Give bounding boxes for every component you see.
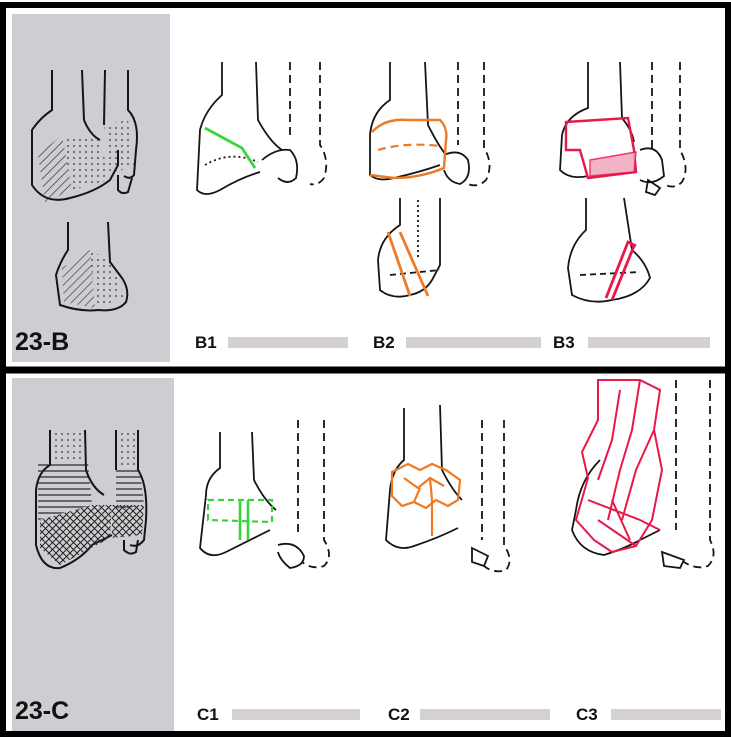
group-label-23-c: 23-C bbox=[15, 697, 69, 726]
subtype-bar-b3 bbox=[588, 337, 710, 348]
group-label-23-b: 23-B bbox=[15, 328, 69, 357]
subtype-label-c1: C1 bbox=[197, 705, 219, 725]
subtype-label-c2: C2 bbox=[388, 705, 410, 725]
subtype-bar-c1 bbox=[232, 709, 360, 720]
subtype-label-b2: B2 bbox=[373, 333, 395, 353]
panel-23-c bbox=[12, 378, 174, 733]
subtype-bar-c2 bbox=[420, 709, 550, 720]
subtype-label-b3: B3 bbox=[553, 333, 575, 353]
subtype-bar-c3 bbox=[611, 709, 721, 720]
subtype-label-c3: C3 bbox=[576, 705, 598, 725]
subtype-bar-b2 bbox=[406, 337, 541, 348]
subtype-bar-b1 bbox=[228, 337, 348, 348]
subtype-label-b1: B1 bbox=[195, 333, 217, 353]
